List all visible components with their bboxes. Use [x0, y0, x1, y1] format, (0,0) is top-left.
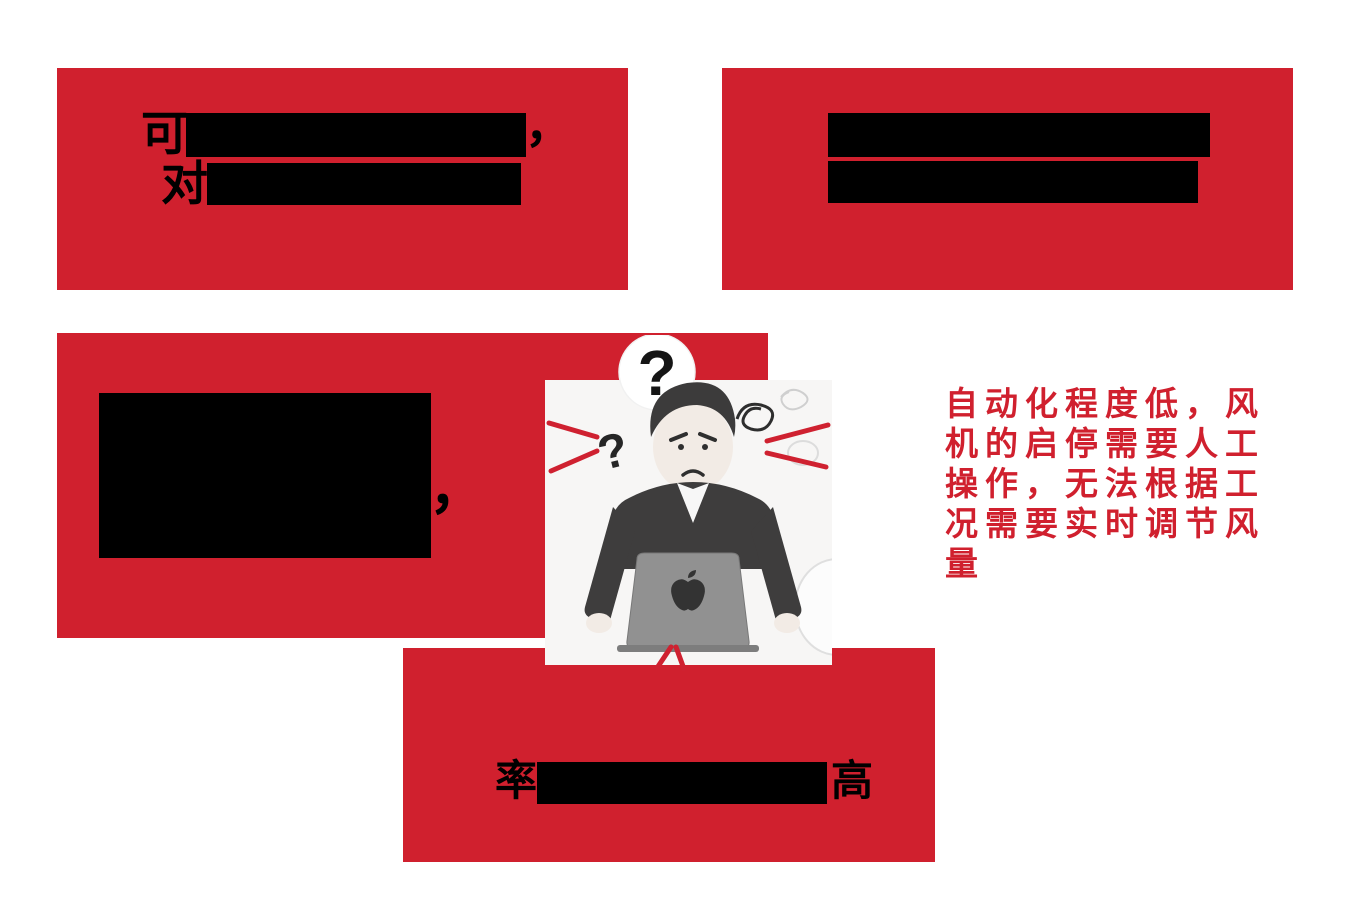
- person-torso: [607, 482, 779, 569]
- right-note-text: 自动化程度低，风机的启停需要人工操作，无法根据工况需要实时调节风量: [945, 385, 1265, 582]
- person-left-eye: [678, 444, 684, 450]
- illustration-svg: ? ?: [545, 335, 832, 671]
- stress-mark-right-lower: [764, 450, 829, 470]
- confused-person: [584, 382, 802, 633]
- redacted-text-block: [186, 113, 526, 157]
- top-left-line2-lead-char: 对: [161, 157, 208, 210]
- person-collar: [677, 483, 709, 523]
- top-left-line1-lead-char: 可: [141, 107, 188, 160]
- redacted-text-block: [828, 161, 1198, 203]
- redacted-text-block: [207, 163, 521, 205]
- stress-mark-left-upper: [546, 420, 600, 440]
- person-face: [653, 402, 733, 492]
- redacted-text-block: [99, 393, 431, 558]
- laptop: [617, 552, 759, 652]
- stress-mark-bottom-right: [673, 644, 687, 671]
- apple-logo-icon: [688, 570, 696, 578]
- confused-person-illustration: ? ?: [545, 335, 832, 671]
- bottom-red-box: 率 高: [403, 648, 935, 862]
- stress-mark-lines: [546, 420, 831, 671]
- thought-bubble-icon: [787, 440, 819, 466]
- light-scribble-icon: [780, 388, 809, 411]
- bottom-lead-fragment-char: 率: [495, 757, 538, 804]
- scribble-icon: [735, 402, 775, 432]
- person-right-eyebrow: [698, 432, 717, 442]
- redacted-text-block: [537, 762, 827, 804]
- person-hair: [650, 382, 736, 437]
- person-left-hand: [586, 613, 612, 633]
- stress-mark-left-lower: [548, 448, 600, 474]
- bottom-trail-fragment-char: 高: [831, 757, 874, 804]
- apple-logo-icon: [671, 579, 705, 611]
- stress-mark-right-upper: [764, 422, 831, 444]
- redacted-text-block: [828, 113, 1210, 157]
- top-right-red-box: [722, 68, 1293, 290]
- person-right-hand: [774, 613, 800, 633]
- person-left-eyebrow: [669, 432, 688, 442]
- top-left-line1-comma: ，: [525, 99, 572, 152]
- person-right-arm: [751, 507, 802, 624]
- person-right-eye: [702, 444, 708, 450]
- middle-left-comma: ，: [429, 457, 485, 520]
- top-left-red-box: 可 ， 对: [57, 68, 628, 290]
- stress-mark-bottom-left: [654, 644, 674, 671]
- person-frown-mouth: [681, 469, 705, 477]
- person-left-arm: [584, 507, 635, 624]
- laptop-base: [617, 645, 759, 652]
